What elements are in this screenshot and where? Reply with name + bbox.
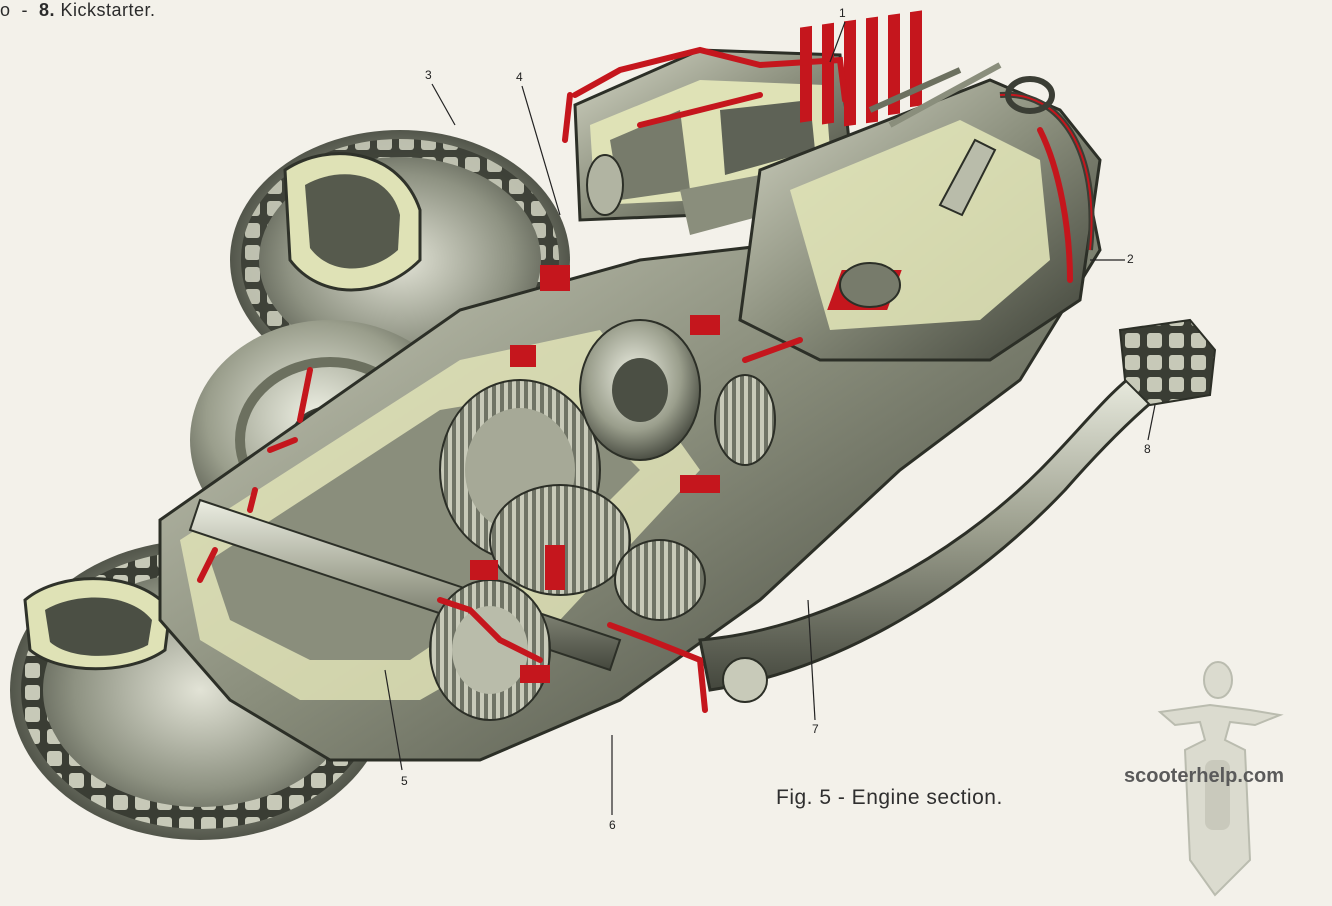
leader-lines bbox=[384, 21, 1156, 815]
kickstarter bbox=[698, 318, 1217, 703]
caption-number: 8. bbox=[39, 0, 56, 20]
watermark-text: scooterhelp.com bbox=[1124, 765, 1285, 787]
callout-7: 7 bbox=[812, 722, 819, 736]
callout-4: 4 bbox=[516, 70, 523, 84]
section-highlight-blocks bbox=[470, 265, 720, 683]
callout-3: 3 bbox=[425, 68, 432, 82]
top-caption: o - 8. Kickstarter. bbox=[0, 0, 156, 21]
caption-text: Kickstarter. bbox=[55, 0, 156, 20]
watermark-scooter-icon bbox=[1157, 661, 1284, 897]
section-highlights bbox=[197, 46, 1073, 713]
gear-cluster bbox=[429, 379, 706, 721]
callout-1: 1 bbox=[839, 6, 846, 20]
cylinder-head bbox=[738, 10, 1102, 362]
caption-prefix: o - bbox=[0, 0, 40, 20]
cooling-fins bbox=[800, 10, 922, 127]
callout-8: 8 bbox=[1144, 442, 1151, 456]
callout-6: 6 bbox=[609, 818, 616, 832]
figure-caption: Fig. 5 - Engine section. bbox=[776, 786, 1003, 809]
clutch-assembly bbox=[579, 319, 776, 466]
callout-5: 5 bbox=[401, 774, 408, 788]
callout-2: 2 bbox=[1127, 252, 1134, 266]
